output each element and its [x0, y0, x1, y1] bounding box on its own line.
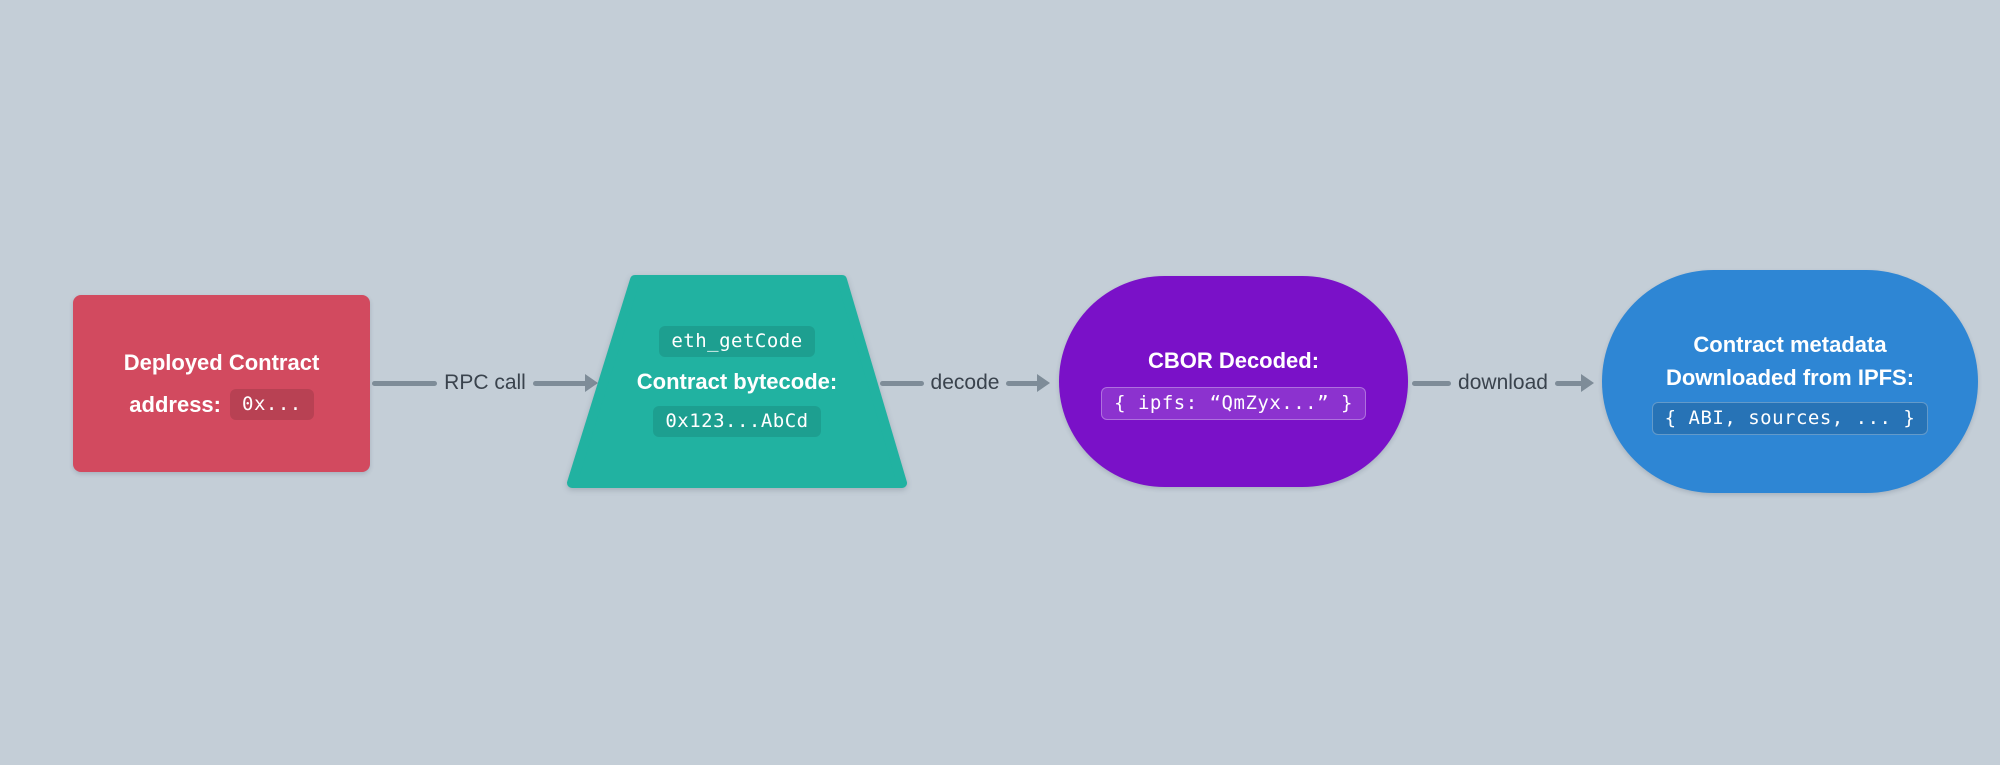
bytecode-code-chip: 0x123...AbCd	[653, 406, 821, 437]
ipfs-hash-code-chip: { ipfs: “QmZyx...” }	[1101, 386, 1366, 420]
node-deployed-contract: Deployed Contract address: 0x...	[73, 295, 370, 472]
node-contract-bytecode: eth_getCode Contract bytecode: 0x123...A…	[565, 275, 909, 488]
metadata-contents-code-chip: { ABI, sources, ... }	[1651, 402, 1929, 435]
node-title-line2: Downloaded from IPFS:	[1665, 365, 1915, 390]
address-label: address:	[129, 392, 221, 417]
arrow-decode: decode	[880, 370, 1050, 396]
arrow-label: download	[1458, 371, 1548, 394]
arrow-line-with-head	[1006, 374, 1050, 392]
arrowhead-icon	[1581, 374, 1594, 392]
arrowhead-icon	[1037, 374, 1050, 392]
trapezoid-shape	[567, 275, 907, 488]
arrow-line	[880, 380, 924, 386]
arrow-download: download	[1412, 370, 1594, 396]
node-contract-metadata: Contract metadata Downloaded from IPFS: …	[1602, 270, 1978, 493]
node-cbor-decoded: CBOR Decoded: { ipfs: “QmZyx...” }	[1059, 276, 1408, 487]
address-code-chip: 0x...	[230, 389, 314, 420]
arrow-line-with-head	[1554, 374, 1594, 392]
node-title: CBOR Decoded:	[1147, 347, 1320, 373]
arrow-rpc-call: RPC call	[372, 370, 598, 396]
arrow-line	[372, 380, 438, 386]
rpc-method-code-chip: eth_getCode	[659, 326, 815, 357]
arrow-label: RPC call	[444, 371, 526, 394]
node-title: Deployed Contract	[123, 350, 320, 375]
arrowhead-icon	[585, 374, 598, 392]
arrow-line	[1412, 380, 1452, 386]
node-title: Contract bytecode:	[636, 369, 838, 394]
arrow-label: decode	[930, 371, 1000, 394]
node-subtitle-row: address: 0x...	[129, 388, 314, 421]
arrow-line-with-head	[532, 374, 598, 392]
node-title-line1: Contract metadata	[1693, 332, 1887, 357]
